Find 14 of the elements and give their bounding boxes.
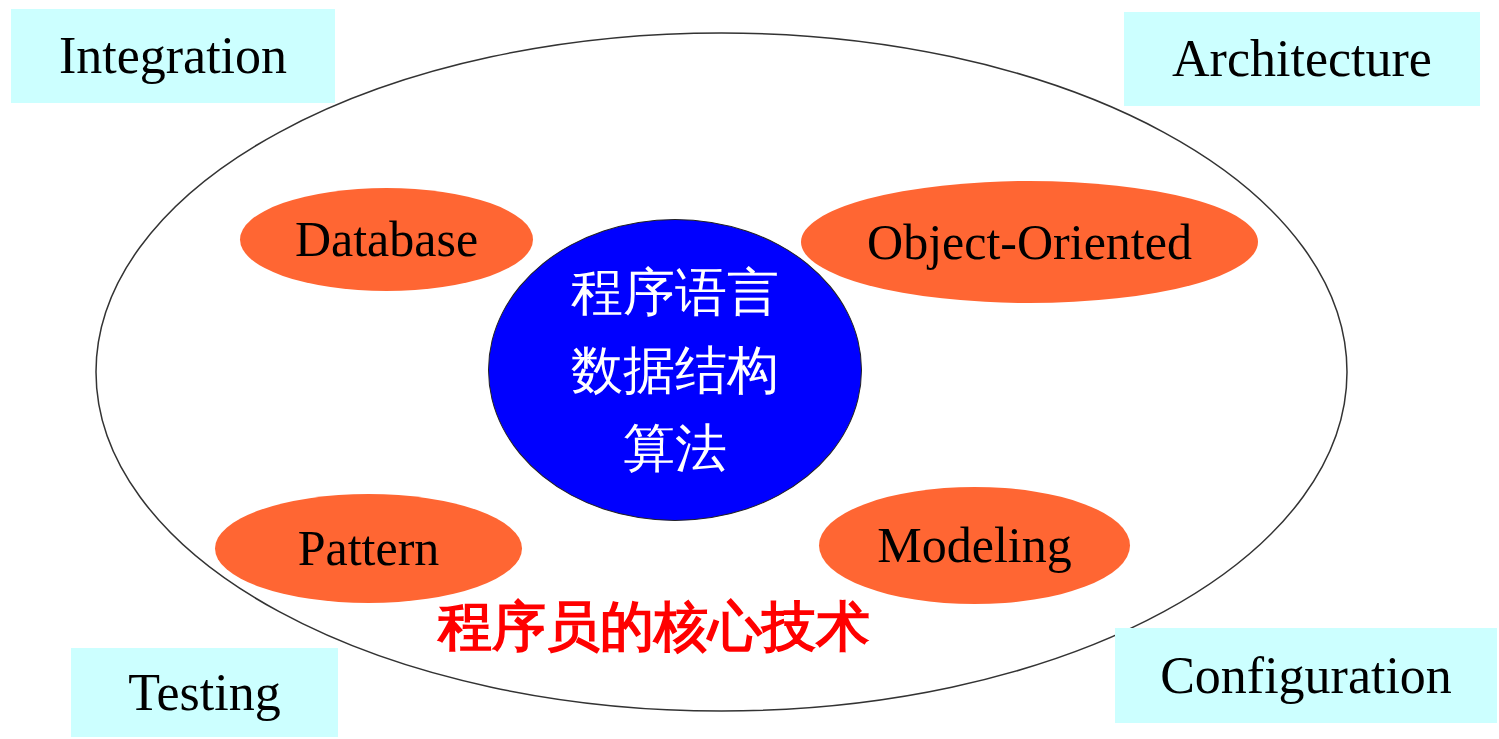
- topic-label: Configuration: [1160, 646, 1452, 705]
- topic-label: Pattern: [297, 521, 440, 576]
- topic-panel: [71, 648, 338, 737]
- topic-label: Integration: [58, 27, 288, 85]
- core-text: 程序语言数据结构算法: [570, 261, 780, 480]
- topic-label: Testing: [128, 663, 281, 722]
- topic-label: Architecture: [1172, 30, 1432, 88]
- topic-panel: [1115, 628, 1497, 723]
- topic-label: Modeling: [877, 518, 1072, 573]
- topic-panel: [11, 9, 335, 103]
- topic-label: Object-Oriented: [867, 214, 1192, 270]
- caption-text: 程序员的核心技术: [438, 600, 870, 654]
- topic-panel: [1124, 12, 1480, 106]
- topic-label: Database: [294, 212, 479, 267]
